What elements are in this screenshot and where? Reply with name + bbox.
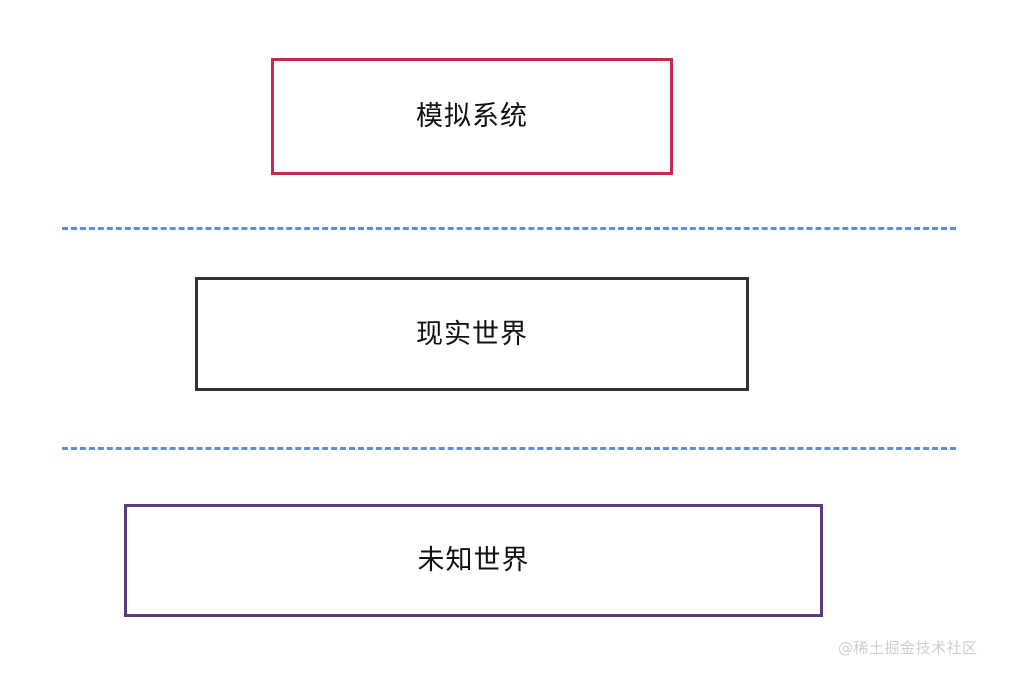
watermark-text: @稀土掘金技术社区 [838,639,978,657]
box-unknown-world: 未知世界 [124,504,823,617]
divider-upper-dashed-line [62,227,956,230]
box-real-world: 现实世界 [195,277,749,391]
divider-lower-dashed-line [62,447,956,450]
box-unknown-world-label: 未知世界 [417,545,530,576]
box-simulated-system: 模拟系统 [271,58,673,175]
box-simulated-system-label: 模拟系统 [416,101,528,132]
box-real-world-label: 现实世界 [416,318,528,350]
